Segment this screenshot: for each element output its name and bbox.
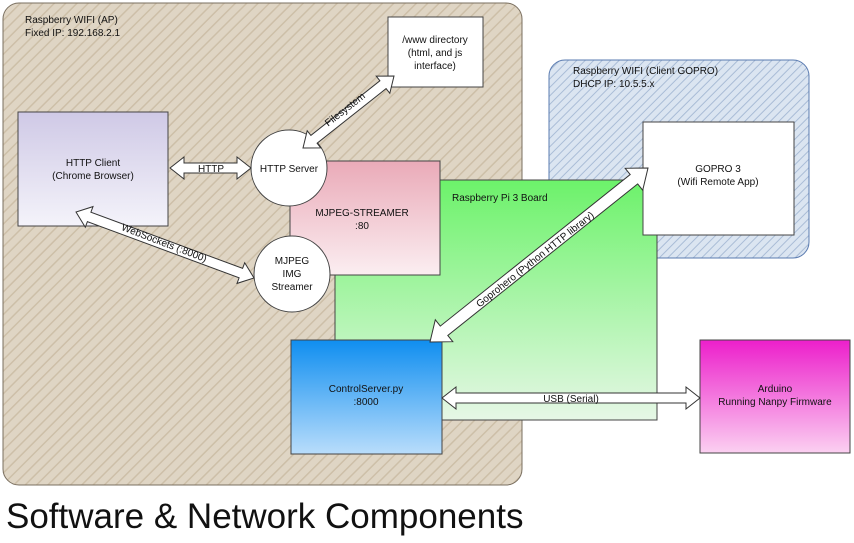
ap-region-label: Raspberry WIFI (AP): [25, 15, 118, 26]
www-label-1: /www directory: [402, 35, 468, 46]
websockets-arrow: [75, 205, 255, 285]
ap-region-ip: Fixed IP: 192.168.2.1: [25, 28, 121, 39]
goprohero-arrow: [429, 167, 649, 343]
mjpeg-img-label-2: IMG: [283, 269, 302, 280]
http-client-label: HTTP Client: [66, 158, 120, 169]
http-client-box: [17, 111, 169, 227]
http-server-label: HTTP Server: [260, 164, 319, 175]
arduino-sub: Running Nanpy Firmware: [718, 397, 832, 408]
mjpeg-streamer-label: MJPEG-STREAMER: [315, 208, 408, 219]
www-label-2: (html, and js: [408, 48, 462, 59]
control-server-label: ControlServer.py: [329, 384, 403, 395]
http-client-sub: (Chrome Browser): [52, 171, 134, 182]
www-directory-box: [387, 16, 484, 88]
usb-arrow: [441, 385, 701, 411]
pi-board-label: Raspberry Pi 3 Board: [452, 193, 548, 204]
mjpeg-img-label-1: MJPEG: [275, 256, 310, 267]
gopro-sub: (Wifi Remote App): [677, 177, 758, 188]
gopro-box: [642, 121, 795, 236]
gopro-label: GOPRO 3: [695, 164, 741, 175]
diagram-title: Software & Network Components: [6, 497, 524, 536]
mjpeg-img-label-3: Streamer: [271, 282, 313, 293]
http-arrow: [169, 155, 252, 181]
www-label-3: interface): [414, 61, 456, 72]
gopro-region-ip: DHCP IP: 10.5.5.x: [573, 79, 655, 90]
usb-arrow-label: USB (Serial): [543, 394, 599, 405]
gopro-region-label: Raspberry WIFI (Client GOPRO): [573, 66, 718, 77]
arduino-label: Arduino: [758, 384, 793, 395]
mjpeg-streamer-port: :80: [355, 221, 369, 232]
arduino-box: [699, 339, 851, 454]
control-server-port: :8000: [353, 397, 378, 408]
control-server-box: [290, 339, 443, 455]
http-arrow-label: HTTP: [198, 164, 224, 175]
filesystem-arrow: [302, 75, 395, 149]
mjpeg-img-streamer-node: [253, 235, 331, 313]
